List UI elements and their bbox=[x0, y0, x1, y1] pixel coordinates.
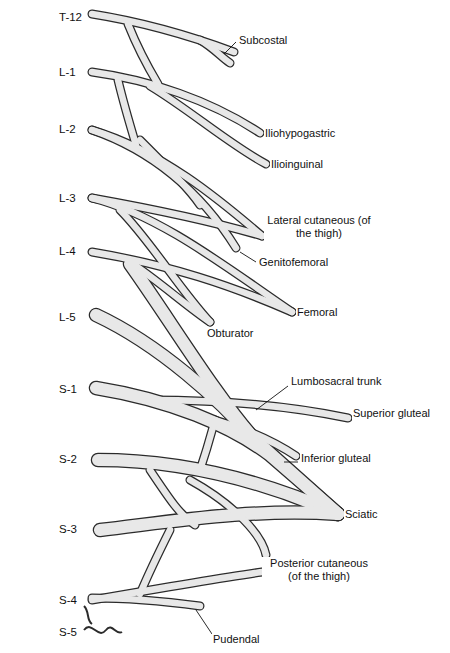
nerve-label: Posterior cutaneous (of the thigh) bbox=[262, 557, 376, 583]
nerve-label: Iliohypogastric bbox=[264, 127, 336, 140]
nerve-label: Subcostal bbox=[238, 34, 288, 47]
nerve-fill bbox=[92, 14, 348, 606]
nerve-label: Ilioinguinal bbox=[270, 158, 324, 171]
nerve-rootlet bbox=[84, 606, 92, 624]
root-label: L-4 bbox=[58, 245, 77, 258]
root-label: L-2 bbox=[58, 123, 77, 136]
nerve-label: Sciatic bbox=[344, 508, 378, 521]
nerve-label: Pudendal bbox=[212, 633, 261, 646]
leader-line bbox=[196, 610, 212, 634]
root-label: L-5 bbox=[58, 311, 77, 324]
nerve-label: Superior gluteal bbox=[352, 407, 431, 420]
root-label: S-5 bbox=[58, 626, 78, 639]
nerve-outline bbox=[96, 264, 338, 530]
nerve-label: Femoral bbox=[296, 306, 338, 319]
root-label: S-3 bbox=[58, 523, 78, 536]
nerve-outline bbox=[92, 14, 348, 606]
root-label: T-12 bbox=[58, 11, 83, 24]
nerve-fill bbox=[96, 264, 338, 530]
leader-line bbox=[256, 386, 288, 410]
root-label: L-3 bbox=[58, 192, 77, 205]
leader-line bbox=[240, 252, 256, 262]
root-label: L-1 bbox=[58, 66, 77, 79]
leader-line bbox=[284, 462, 298, 463]
nerve-label: Lateral cutaneous (of the thigh) bbox=[264, 214, 374, 240]
nerve-label: Lumbosacral trunk bbox=[290, 375, 383, 388]
nerve-label: Inferior gluteal bbox=[300, 452, 372, 465]
root-label: S-2 bbox=[58, 453, 78, 466]
nerve-label: Genitofemoral bbox=[258, 256, 329, 269]
root-label: S-4 bbox=[58, 594, 78, 607]
nerve-rootlet bbox=[84, 627, 122, 633]
nerve-label: Obturator bbox=[206, 327, 254, 340]
root-label: S-1 bbox=[58, 383, 78, 396]
leader-line bbox=[224, 42, 236, 54]
